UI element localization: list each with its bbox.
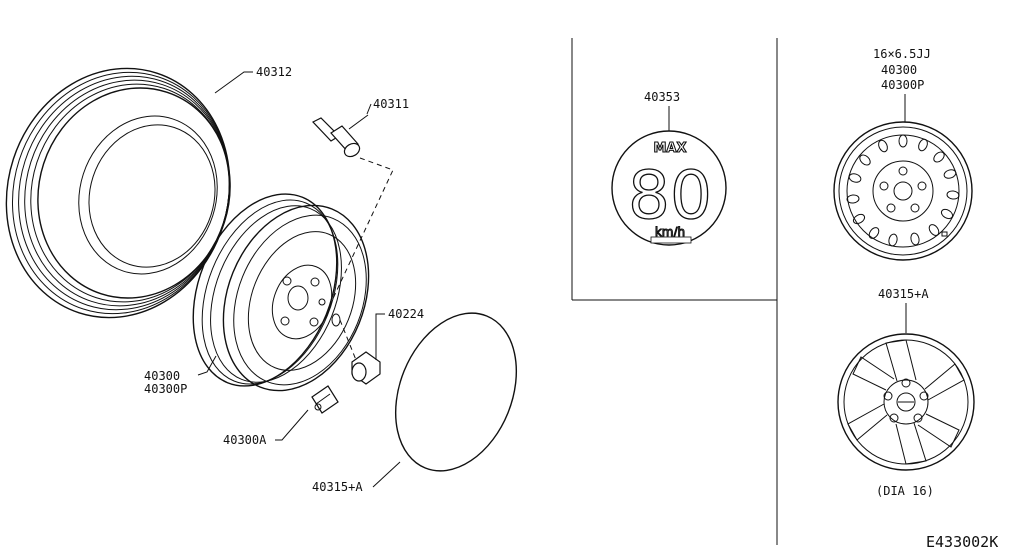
label-cap: 40315+A	[312, 480, 363, 494]
label-balance-weight: 40300A	[223, 433, 267, 447]
balance-weight-drawing	[311, 385, 339, 414]
nut-drawing	[339, 319, 381, 385]
label-wheel-r: 40300	[881, 63, 917, 77]
leader-lines	[197, 71, 401, 488]
valve-drawing	[312, 114, 369, 158]
speed-sticker-drawing: MAX 80 km/h	[611, 130, 727, 246]
speed-sticker-unit: km/h	[655, 225, 685, 239]
label-speed-sticker: 40353	[644, 90, 680, 104]
label-tire: 40312	[256, 65, 292, 79]
diagram-code: E433002K	[926, 533, 998, 551]
label-wheel-alt-r: 40300P	[881, 78, 924, 92]
speed-sticker-speed: 80	[628, 157, 712, 234]
cap-disc-drawing	[394, 312, 518, 472]
label-cover-dia: (DIA 16)	[876, 484, 934, 498]
label-wheel-alt: 40300P	[144, 382, 187, 396]
label-nut: 40224	[388, 307, 424, 321]
label-wheel: 40300	[144, 369, 180, 383]
label-wheel-size: 16×6.5JJ	[873, 47, 931, 61]
valve-guide-line	[329, 157, 394, 306]
label-cover-r: 40315+A	[878, 287, 929, 301]
speed-sticker-max: MAX	[653, 141, 686, 156]
tire-drawing	[5, 67, 231, 319]
label-valve: 40311	[373, 97, 409, 111]
wheel-cover-drawing	[837, 333, 975, 471]
wheel-drawing	[192, 193, 370, 392]
steel-wheel-front-drawing	[833, 121, 973, 261]
